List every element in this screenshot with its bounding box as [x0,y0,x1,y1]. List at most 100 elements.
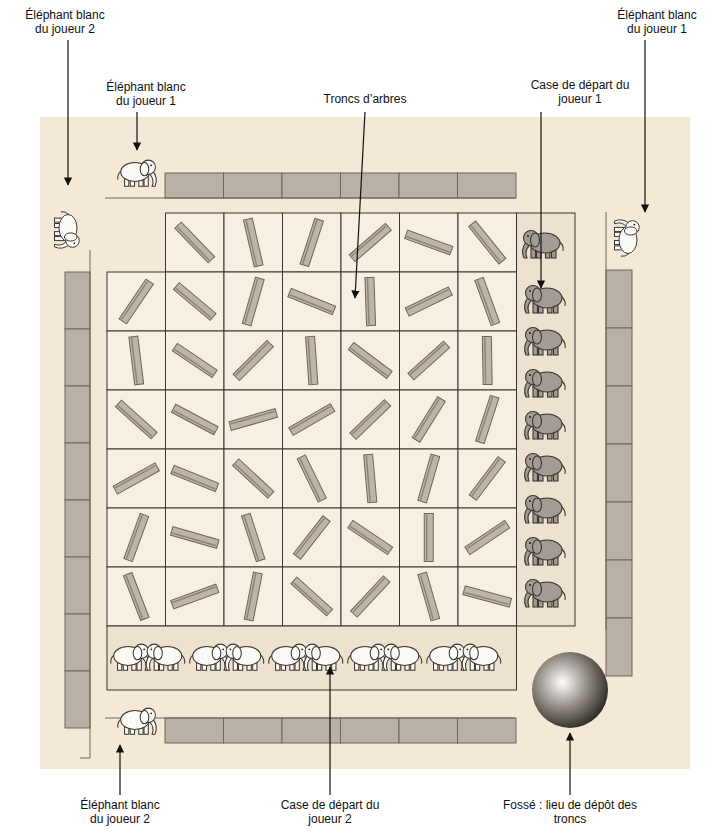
grid-cell [341,449,400,508]
tree-log [293,516,330,559]
grid-cell [341,213,400,272]
callout-label: Case de départ du joueur 1 [530,78,630,106]
elephant [525,412,566,440]
elephant [525,328,566,356]
elephant [525,370,566,398]
elephant [525,286,566,314]
elephant [190,644,229,670]
grid-cell [458,272,517,331]
tree-log [348,342,392,378]
track-strips [65,173,632,758]
elephant [525,454,566,482]
tree-log [365,277,376,325]
track-cell [341,718,400,743]
track-cell [165,718,224,743]
tree-log [129,336,144,385]
tree-log [171,404,218,434]
elephant [615,220,640,257]
grid-cell [224,449,283,508]
grid-cell [283,331,342,390]
callout-label: Troncs d’arbres [300,92,430,106]
track-cell [458,718,517,743]
tree-log [349,223,391,261]
start-cells-player-2 [107,626,517,690]
elephant [525,538,566,566]
track-cell [282,173,341,198]
tree-log [475,277,500,325]
strip-border [80,198,606,758]
callout-label: Éléphant blanc du joueur 1 [611,8,703,36]
grid-cell [224,331,283,390]
elephant [427,644,466,670]
elephant [523,231,564,259]
tree-log [170,527,219,549]
track-cell [65,272,90,329]
board [40,117,690,769]
pit [532,652,608,728]
tree-log [418,572,440,621]
grid-cell [166,272,225,331]
track-cell [65,500,90,557]
tree-log [243,218,263,267]
track-cell [65,557,90,614]
callout-label: Fossé : lieu de dépôt des troncs [495,798,645,826]
tree-log [172,343,217,377]
track-cell [341,173,400,198]
track-cell [606,270,632,328]
tree-log [418,454,440,503]
tree-log [300,218,323,266]
grid-cell [400,567,459,626]
callout-label: Case de départ du joueur 2 [278,798,383,826]
tree-log [306,336,318,385]
callout-label: Éléphant blanc du joueur 2 [19,8,111,36]
elephant [525,580,566,608]
grid-cell [400,213,459,272]
grid-cell [166,331,225,390]
tree-log [171,584,219,609]
grid-cell [458,213,517,272]
track-cell [399,718,458,743]
tree-log [465,520,510,554]
tree-log [291,577,333,616]
track-cell [224,718,283,743]
tree-logs [113,218,512,621]
track-cell [65,329,90,386]
tree-log [233,459,274,498]
grid-cell [224,272,283,331]
grid-cell [166,390,225,449]
track-cell [606,618,632,676]
grid-cell [107,390,166,449]
grid-cell [224,508,283,567]
start-cells-player-1 [517,213,576,626]
elephant [118,708,157,734]
grid-cell [341,390,400,449]
track-cell [165,173,224,198]
tree-log [119,279,153,324]
grid-cell [107,508,166,567]
grid-cell [166,567,225,626]
track-cell [282,718,341,743]
grid-cell [166,449,225,508]
grid-cell [400,508,459,567]
track-cell [65,443,90,500]
grid-cell [107,449,166,508]
tree-log [229,409,278,431]
tree-log [412,397,445,442]
track-cell [606,328,632,386]
grid-cell [458,567,517,626]
tree-log [469,457,505,501]
tree-log [233,340,273,380]
tree-log [173,283,216,321]
track-cell [65,614,90,671]
track-cell [606,444,632,502]
grid-cell [166,508,225,567]
grid-cell [341,272,400,331]
elephant [525,496,566,524]
tree-log [350,400,391,440]
track-cell [224,173,283,198]
track-cell [606,502,632,560]
grid-cell [224,567,283,626]
tree-log [242,513,265,561]
grid-cell [341,331,400,390]
